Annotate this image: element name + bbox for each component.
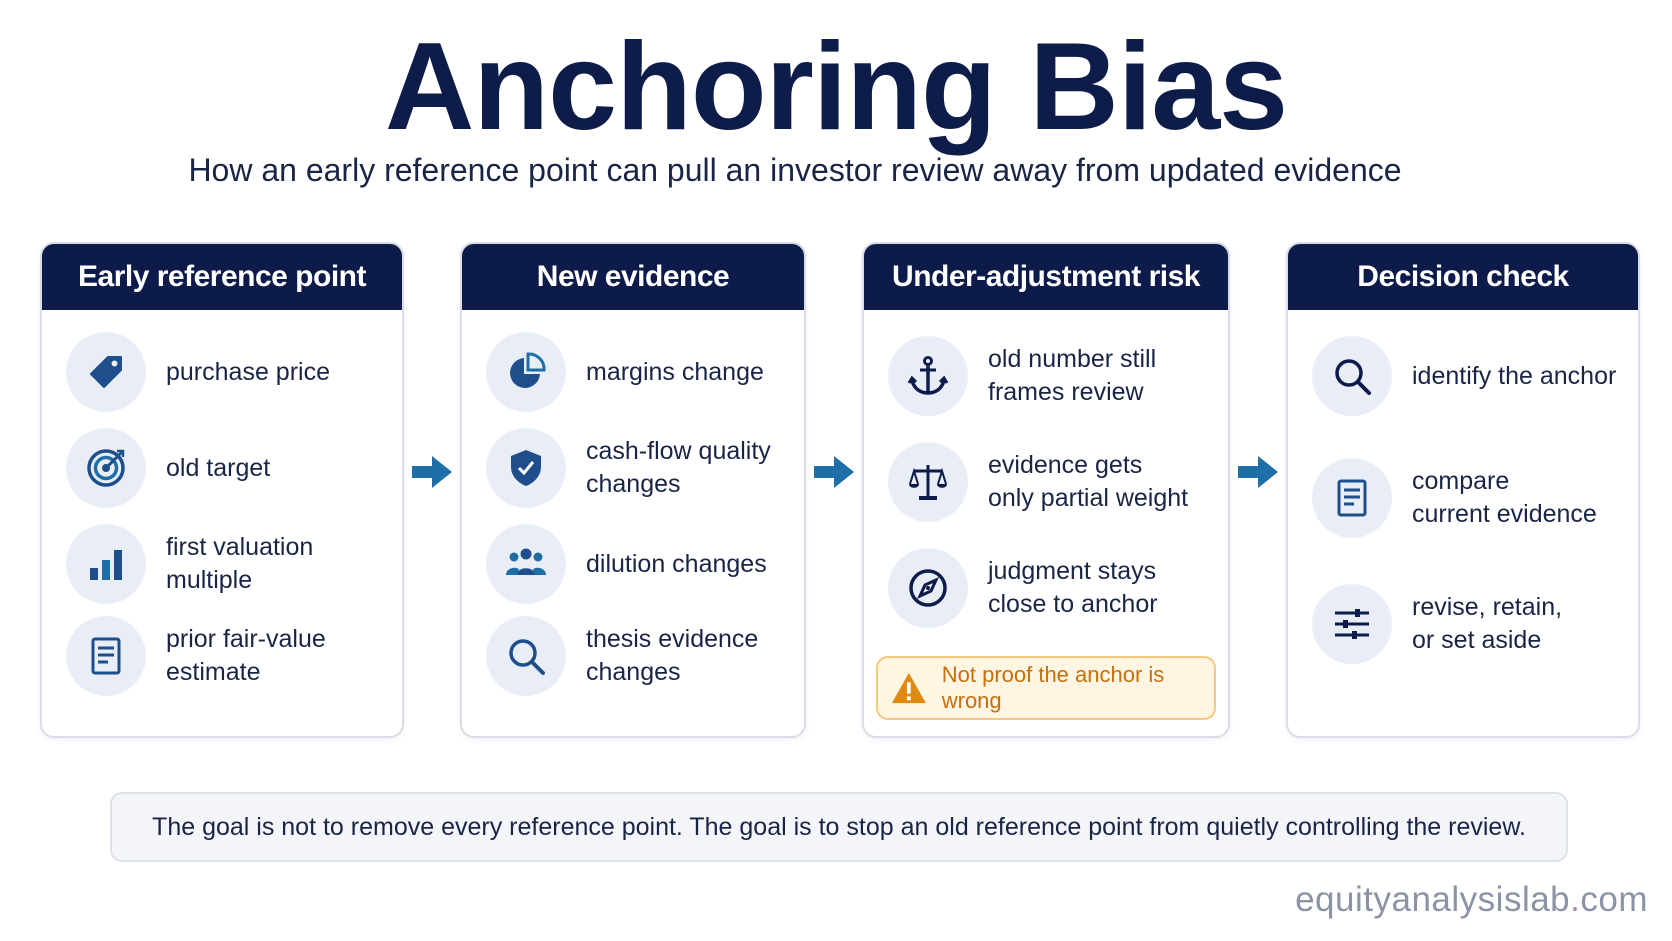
list-item: dilution changes bbox=[486, 524, 794, 604]
card-decision-check: Decision check identify the anchor compa… bbox=[1286, 242, 1640, 738]
document-icon bbox=[66, 616, 146, 696]
card-early-reference-point: Early reference point purchase price old… bbox=[40, 242, 404, 738]
target-icon bbox=[66, 428, 146, 508]
list-item: judgment stays close to anchor bbox=[888, 548, 1218, 628]
shield-check-icon bbox=[486, 428, 566, 508]
item-label: evidence gets bbox=[988, 451, 1143, 479]
item-label: changes bbox=[586, 470, 681, 498]
item-label: or set aside bbox=[1412, 626, 1542, 654]
item-label: old number still bbox=[988, 345, 1157, 373]
bar-chart-icon bbox=[66, 524, 146, 604]
item-label: cash-flow quality bbox=[586, 437, 771, 465]
list-item: cash-flow quality changes bbox=[486, 428, 794, 508]
card-new-evidence: New evidence margins change cash-flow qu… bbox=[460, 242, 806, 738]
list-item: compare current evidence bbox=[1312, 458, 1628, 538]
item-label: identify the anchor bbox=[1412, 361, 1617, 390]
item-label: changes bbox=[586, 658, 681, 686]
search-icon bbox=[486, 616, 566, 696]
item-label: current evidence bbox=[1412, 500, 1597, 528]
price-tag-icon bbox=[66, 332, 146, 412]
footer-note: The goal is not to remove every referenc… bbox=[110, 792, 1568, 862]
list-item: identify the anchor bbox=[1312, 336, 1628, 416]
warning-label: Not proof the anchor is wrong bbox=[941, 662, 1165, 713]
list-item: first valuation multiple bbox=[66, 524, 392, 604]
item-label: dilution changes bbox=[586, 549, 767, 578]
item-label: first valuation multiple bbox=[166, 533, 314, 594]
item-label: old target bbox=[166, 453, 271, 482]
page-subtitle: How an early reference point can pull an… bbox=[188, 152, 1402, 188]
arrow-right-icon bbox=[1238, 456, 1278, 488]
arrow-right-icon bbox=[814, 456, 854, 488]
arrow-right-icon bbox=[412, 456, 452, 488]
card-header: New evidence bbox=[462, 244, 804, 310]
document-icon bbox=[1312, 458, 1392, 538]
list-item: prior fair-value estimate bbox=[66, 616, 392, 696]
card-header: Decision check bbox=[1288, 244, 1638, 310]
page-title: Anchoring Bias bbox=[384, 18, 1288, 156]
list-item: old number still frames review bbox=[888, 336, 1218, 416]
scale-icon bbox=[888, 442, 968, 522]
item-label: only partial weight bbox=[988, 484, 1189, 512]
item-label: prior fair-value estimate bbox=[166, 625, 326, 686]
item-label: purchase price bbox=[166, 357, 330, 386]
item-label: margins change bbox=[586, 357, 764, 386]
item-label: thesis evidence bbox=[586, 625, 759, 653]
people-icon bbox=[486, 524, 566, 604]
list-item: evidence gets only partial weight bbox=[888, 442, 1218, 522]
item-label: revise, retain, bbox=[1412, 593, 1563, 621]
compass-icon bbox=[888, 548, 968, 628]
list-item: thesis evidence changes bbox=[486, 616, 794, 696]
card-header: Under-adjustment risk bbox=[864, 244, 1228, 310]
list-item: margins change bbox=[486, 332, 794, 412]
warning-icon bbox=[891, 672, 926, 704]
list-item: revise, retain, or set aside bbox=[1312, 584, 1628, 664]
card-header: Early reference point bbox=[42, 244, 402, 310]
list-item: old target bbox=[66, 428, 392, 508]
item-label: compare bbox=[1412, 467, 1510, 495]
item-label: judgment stays bbox=[988, 557, 1157, 585]
list-item: purchase price bbox=[66, 332, 392, 412]
anchor-icon bbox=[888, 336, 968, 416]
pie-chart-icon bbox=[486, 332, 566, 412]
sliders-icon bbox=[1312, 584, 1392, 664]
item-label: close to anchor bbox=[988, 590, 1158, 618]
search-icon bbox=[1312, 336, 1392, 416]
card-under-adjustment-risk: Under-adjustment risk old number still fr… bbox=[862, 242, 1230, 738]
item-label: frames review bbox=[988, 378, 1144, 406]
site-watermark: equityanalysislab.com bbox=[1295, 880, 1648, 919]
warning-note: Not proof the anchor is wrong bbox=[876, 656, 1216, 720]
